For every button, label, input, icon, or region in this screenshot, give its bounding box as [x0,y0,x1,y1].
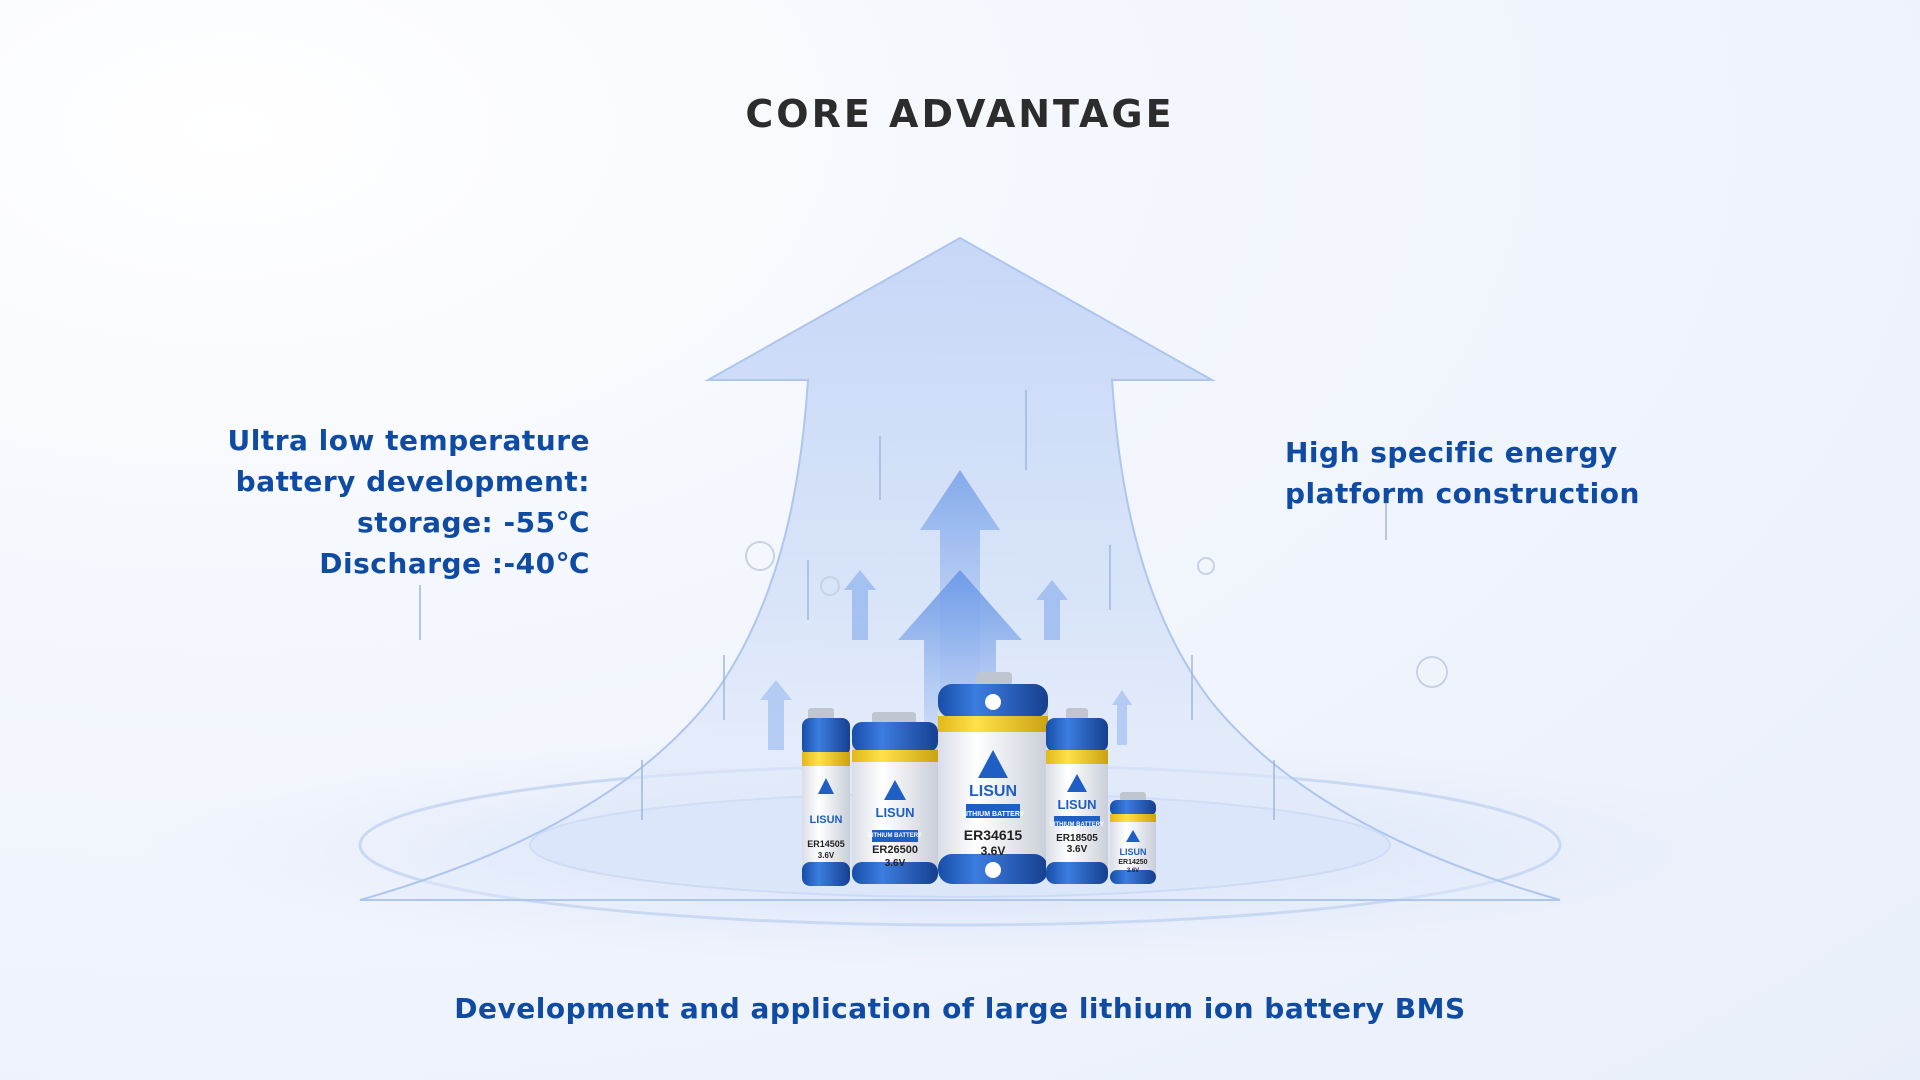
battery-er26500-band: LITHIUM BATTERY [868,833,922,839]
battery-er26500-voltage: 3.6V [885,858,906,869]
small-arrow-5 [760,680,792,750]
battery-er14505-model: ER14505 [807,839,845,849]
decorative-circles [745,541,1448,688]
battery-er34615-band: LITHIUM BATTERY [962,811,1025,818]
page-title: CORE ADVANTAGE [745,92,1175,136]
battery-er34615-model: ER34615 [964,827,1023,843]
feature-left-line: Discharge :-40℃ [319,547,590,580]
battery-er26500-brand: LISUN [876,805,915,820]
battery-er14250-voltage: 3.6V [1127,868,1139,874]
small-arrow-4 [1036,580,1068,640]
battery-er18505-band: LITHIUM BATTERY [1050,822,1104,828]
battery-er34615-brand: LISUN [969,783,1017,800]
decorative-lines [419,390,1387,820]
battery-er18505-voltage: 3.6V [1067,844,1088,855]
battery-er14250-brand: LISUN [1120,847,1147,857]
feature-right-line: High specific energy [1285,436,1618,469]
battery-er34615-voltage: 3.6V [981,844,1006,858]
battery-er26500 [852,712,938,884]
small-arrow-6 [1112,690,1132,745]
battery-er18505 [1046,708,1108,884]
small-arrow-3 [844,570,876,640]
battery-er14505 [802,708,850,886]
feature-right-line: platform construction [1285,477,1640,510]
feature-high-specific-energy: High specific energy platform constructi… [1285,432,1640,514]
feature-left-line: storage: -55℃ [357,506,590,539]
feature-bms: Development and application of large lit… [454,992,1466,1025]
battery-er26500-model: ER26500 [872,844,918,856]
battery-er18505-brand: LISUN [1058,797,1097,812]
battery-er14250-model: ER14250 [1118,859,1147,866]
battery-er18505-model: ER18505 [1056,833,1098,844]
battery-er14505-voltage: 3.6V [818,851,835,860]
battery-er14250 [1110,792,1156,884]
feature-left-line: Ultra low temperature [227,424,590,457]
battery-er14505-brand: LISUN [810,814,843,826]
battery-er34615 [938,672,1048,884]
feature-left-line: battery development: [235,465,590,498]
feature-low-temperature: Ultra low temperature battery developmen… [227,420,590,584]
